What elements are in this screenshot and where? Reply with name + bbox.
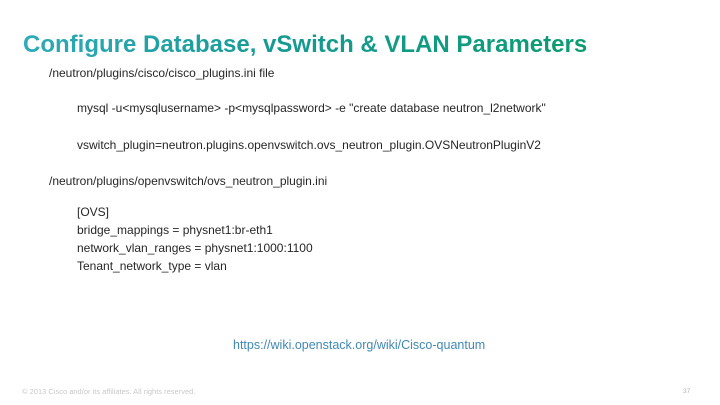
bridge-mappings-setting: bridge_mappings = physnet1:br-eth1 xyxy=(77,223,273,237)
vswitch-plugin-setting: vswitch_plugin=neutron.plugins.openvswit… xyxy=(77,138,541,152)
slide-title: Configure Database, vSwitch & VLAN Param… xyxy=(23,31,588,58)
copyright-text: © 2013 Cisco and/or its affiliates. All … xyxy=(22,387,196,396)
ovs-config-block: [OVS] bridge_mappings = physnet1:br-eth1… xyxy=(77,203,313,275)
tenant-network-type-setting: Tenant_network_type = vlan xyxy=(77,259,227,273)
page-number: 37 xyxy=(683,388,691,395)
network-vlan-ranges-setting: network_vlan_ranges = physnet1:1000:1100 xyxy=(77,241,313,255)
ovs-plugin-file-path: /neutron/plugins/openvswitch/ovs_neutron… xyxy=(49,174,328,188)
mysql-create-database-command: mysql -u<mysqlusername> -p<mysqlpassword… xyxy=(77,101,546,115)
ovs-section-header: [OVS] xyxy=(77,205,110,219)
cisco-quantum-wiki-link[interactable]: https://wiki.openstack.org/wiki/Cisco-qu… xyxy=(233,338,486,352)
cisco-plugins-file-path: /neutron/plugins/cisco/cisco_plugins.ini… xyxy=(49,66,275,80)
